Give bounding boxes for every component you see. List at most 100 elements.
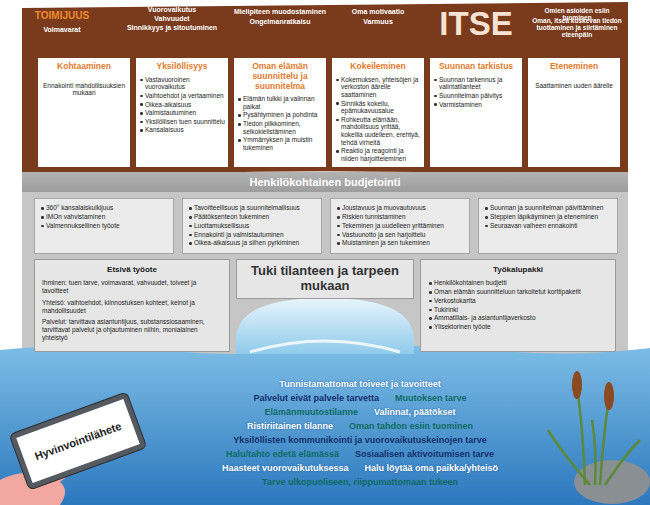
heading: Kokeileminen [335, 62, 421, 72]
item-text: Kokemuksen, yhteisöjen ja verkoston ääre… [335, 76, 421, 99]
water-row: Palvelut eivät palvele tarvettaMuutoksen… [150, 391, 570, 405]
item-text: Sinnikäs kokeilu, epämukavuusalue [335, 100, 421, 115]
arch-label: Ongelmanratkaisu [225, 18, 335, 26]
water-highlight [250, 341, 400, 352]
item-text: Riskien tunnistaminen [336, 213, 464, 221]
arch-label: Varmuus [328, 18, 428, 26]
water-labels: Tunnistamattomat toiveet ja tavoitteetPa… [150, 377, 570, 489]
water-row: Tunnistamattomat toiveet ja tavoitteet [150, 377, 570, 391]
need-label: Yksilöllisten kommunikointi ja vuorovaik… [233, 435, 487, 445]
item-text: Ymmärryksen ja muistin tukeminen [237, 136, 323, 151]
arch-label: Sinnikkyys ja sitoutuminen [117, 24, 227, 32]
reeds [548, 395, 640, 485]
principle-box: Tavoitteellisuus ja suunnitelmallisuusPä… [182, 198, 322, 254]
water [0, 346, 650, 505]
item-text: Ennakointi ja valmistautuminen [188, 231, 316, 239]
bridge-opening [236, 298, 414, 354]
item-text: Suunnan tarkennus ja valintatilanteet [433, 76, 519, 91]
item-text: Muistaminen ja sen tukeminen [336, 239, 464, 247]
arch-label: Oman, itseä koskevan tiedon tuottaminen … [529, 17, 625, 38]
item-text: Tiedon pilkkominen, selkokielistäminen [237, 120, 323, 135]
support-box: Tuki tilanteen ja tarpeen mukaan [236, 259, 414, 299]
heading: Suunnan tarkistus [433, 62, 519, 72]
water-row: Ristiriitainen tilanne Oman tahdon esiin … [150, 419, 570, 433]
title-word: ITSE [428, 6, 524, 42]
arch-label: TOIMIJUUS [22, 10, 102, 21]
item-text: Verkostokartta [428, 297, 608, 305]
item-text: Oman elämän suunnitteluun tarkoitetut ko… [428, 288, 608, 296]
need-label: Ristiriitainen tilanne [247, 421, 333, 431]
budget-band: Henkilökohtainen budjetointi [22, 172, 628, 192]
item-text: Suunnitelman päivitys [433, 92, 519, 100]
cattail [604, 382, 614, 410]
bridge-stone [22, 180, 628, 360]
item-text: Luottamuksellisuus [188, 222, 316, 230]
principle-box: Suunnan ja suunnitelman päivittäminenSte… [478, 198, 618, 254]
item-text: Valmennuksellinen työote [40, 222, 168, 230]
item-text: Ylisektorinen työote [428, 323, 608, 331]
heading: Henkilökohtainen budjetointi [22, 176, 628, 188]
arch-label: Vahvuudet [117, 15, 227, 23]
water-row: Haasteet vuorovaikutuksessa Halu löytää o… [150, 461, 570, 475]
item-text: Pysähtyminen ja pohdinta [237, 111, 323, 119]
need-label: Tarve ulkopuoliseen, riippumattomaan tuk… [262, 477, 458, 487]
heading: Kohtaaminen [41, 62, 127, 72]
item-text: Vastavuoroinen vuorovaikutus [139, 76, 225, 91]
cattail [572, 371, 582, 399]
heading: Eteneminen [531, 62, 617, 72]
stage-card: EteneminenSaattaminen uuden äärelle [528, 58, 620, 167]
item-text: Suunnan ja suunnitelman päivittäminen [484, 204, 612, 212]
heading: Tuki tilanteen ja tarpeen mukaan [243, 264, 407, 294]
item-text: Ammatillais- ja asiantuntijaverkosto [428, 314, 608, 322]
item-text: Palvelut: tarvittava asiantuntijuus, sub… [42, 318, 222, 341]
need-label: Valinnat, päätökset [374, 407, 456, 417]
toolkit-box: TyökalupakkiHenkilökohtainen budjettiOma… [420, 259, 616, 352]
item-text: Reaktio ja reagointi ja niiden harjoitte… [335, 147, 421, 162]
item-text: Steppien läpikäyminen ja eteneminen [484, 213, 612, 221]
need-label: Muutoksen tarve [395, 393, 467, 403]
stage-card: Suunnan tarkistusSuunnan tarkennus ja va… [430, 58, 522, 167]
stage-card: KohtaaminenEnnakointi mahdollisuuksien m… [38, 58, 130, 167]
heading: Työkalupakki [428, 265, 608, 274]
arch-label: Mielipiteen muodostaminen [225, 8, 335, 16]
water-row: Halu/tahto edetä elämässäSosiaalisen akt… [150, 447, 570, 461]
item-text: Seuraavan vaiheen ennakointi [484, 222, 612, 230]
arch-label: Vuorovaikutus [117, 6, 227, 14]
principle-box: Joustavuus ja muovautuvuusRiskien tunnis… [330, 198, 470, 254]
item-text: Vastuunotto ja sen harjoittelu [336, 231, 464, 239]
item-text: Tekeminen ja uudelleen yrittäminen [336, 222, 464, 230]
item-text: Yksilöllisen tuen suunnittelu [139, 118, 225, 126]
arch-band [22, 2, 628, 180]
need-label: Tunnistamattomat toiveet ja tavoitteet [279, 379, 440, 389]
item-text: Ihminen: tuen tarve, voimavarat, vahvuud… [42, 279, 222, 295]
item-text: Vaihtoehdot ja vertaaminen [139, 92, 225, 100]
item-text: Päätöksenteon tukeminen [188, 213, 316, 221]
principle-box: 360° kansalaiskulkijuusIMOn vahvistamine… [34, 198, 174, 254]
item-text: Varmistaminen [433, 101, 519, 109]
item-text: Tukirinki [428, 306, 608, 314]
item-text: Tavoitteellisuus ja suunnitelmallisuus [188, 204, 316, 212]
stage-card: KokeileminenKokemuksen, yhteisöjen ja ve… [332, 58, 424, 167]
water-row: Yksilöllisten kommunikointi ja vuorovaik… [150, 433, 570, 447]
item-text: Kansalaisuus [139, 126, 225, 134]
item-text: Joustavuus ja muovautuvuus [336, 204, 464, 212]
method-box: Etsivä työoteIhminen: tuen tarve, voimav… [34, 259, 230, 352]
stage-card: Oman elämän suunnittelu ja suunnitelmaEl… [234, 58, 326, 167]
need-label: Oman tahdon esiin tuominen [349, 421, 473, 431]
heading: Yksilöllisyys [139, 62, 225, 72]
need-label: Elämänmuutostilanne [264, 407, 358, 417]
water-row: Tarve ulkopuoliseen, riippumattomaan tuk… [150, 475, 570, 489]
item-text: Henkilökohtainen budjetti [428, 279, 608, 287]
item-text: Oikea-aikaisuus ja siihen pyrkiminen [188, 239, 316, 247]
item-text: Yhteisö: vaihtoehdot, kiinnostuksen koht… [42, 299, 222, 315]
need-label: Halu/tahto edetä elämässä [226, 449, 339, 459]
item-text: Elämän tulkki ja valinnan paikat [237, 95, 323, 110]
need-label: Haasteet vuorovaikutuksessa [222, 463, 349, 473]
arch-label: Voimavarat [22, 26, 102, 34]
item-text: Saattaminen uuden äärelle [531, 82, 617, 90]
arch-label: Oma motivaatio [328, 8, 428, 16]
heading: Oman elämän suunnittelu ja suunnitelma [237, 62, 323, 91]
item-text: Valmistautuminen [139, 109, 225, 117]
need-label: Halu löytää oma paikka/yhteisö [365, 463, 499, 473]
